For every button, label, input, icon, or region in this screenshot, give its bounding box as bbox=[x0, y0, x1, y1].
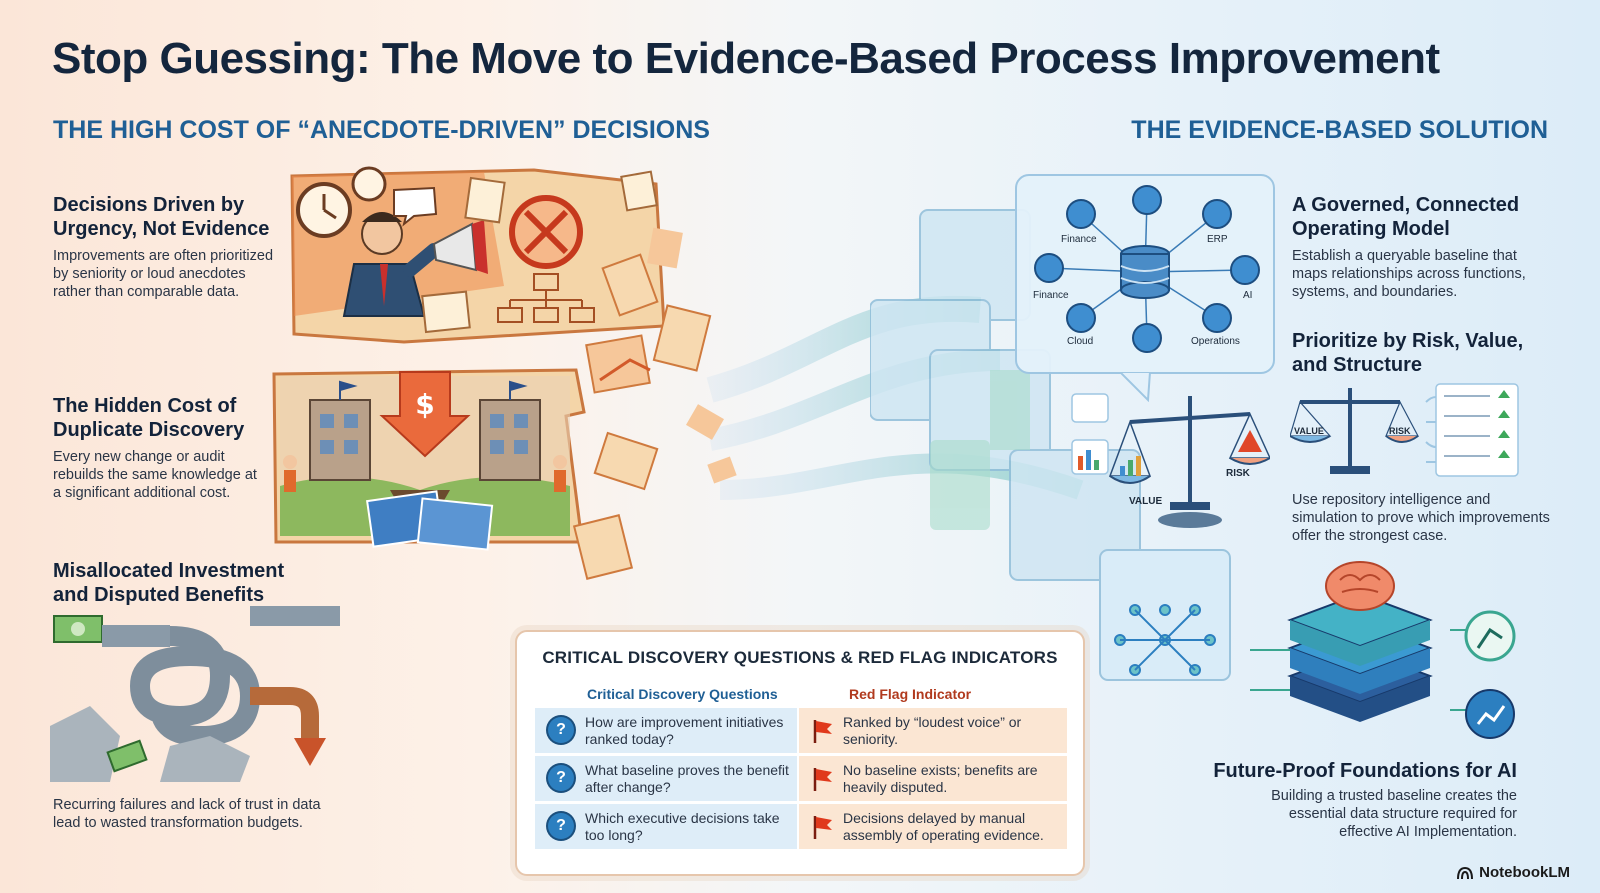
card-title: CRITICAL DISCOVERY QUESTIONS & RED FLAG … bbox=[542, 648, 1058, 667]
left-block-misallocated-text: Recurring failures and lack of trust in … bbox=[53, 797, 321, 831]
center-value-label: VALUE bbox=[1129, 496, 1163, 507]
question-cell: ? What baseline proves the benefit after… bbox=[535, 756, 797, 802]
red-flag-cell: Decisions delayed by manual assembly of … bbox=[799, 804, 1067, 850]
hub-diagram bbox=[1034, 185, 1260, 353]
finance-icon bbox=[1034, 253, 1064, 283]
red-flag-cell: No baseline exists; benefits are heavily… bbox=[799, 756, 1067, 802]
block-title: Future-Proof Foundations for AI bbox=[1213, 760, 1517, 782]
right-block-prioritize: Prioritize by Risk, Value,and Structure bbox=[1292, 329, 1547, 377]
glass-block-structure bbox=[870, 209, 1231, 681]
hub-label-operations: Operations bbox=[1191, 336, 1240, 347]
duplicate-discovery-illustration: $ bbox=[272, 368, 586, 551]
urgency-illustration bbox=[290, 166, 666, 344]
block-text: Improvements are often prioritized by se… bbox=[53, 248, 274, 300]
operating-model-hub: Finance ERP Finance AI Cloud Operations bbox=[1015, 174, 1275, 374]
hub-label-ai: AI bbox=[1243, 290, 1253, 301]
hub-label-cloud: Cloud bbox=[1067, 336, 1094, 347]
brand-name: NotebookLM bbox=[1479, 864, 1570, 881]
tangled-pipes-icon bbox=[129, 626, 261, 747]
svg-text:$: $ bbox=[415, 388, 434, 421]
block-text: Building a trusted baseline creates the … bbox=[1271, 788, 1517, 840]
mini-chart-icon bbox=[1071, 393, 1109, 423]
priority-list-icon bbox=[1435, 383, 1519, 477]
center-scales-illustration bbox=[1071, 393, 1270, 528]
block-text: Establish a queryable baseline that maps… bbox=[1292, 248, 1526, 300]
ai-icon bbox=[1230, 255, 1260, 285]
question-text: How are improvement initiatives ranked t… bbox=[585, 714, 784, 747]
server-icon bbox=[1132, 323, 1162, 353]
network-cube-icon bbox=[1114, 604, 1216, 676]
question-cell: ? How are improvement initiatives ranked… bbox=[535, 708, 797, 754]
hub-label-erp: ERP bbox=[1207, 234, 1228, 245]
question-mark-icon: ? bbox=[548, 813, 574, 839]
column-header-flags: Red Flag Indicator bbox=[849, 686, 972, 702]
brain-icon bbox=[1325, 561, 1395, 611]
red-flag-icon bbox=[813, 768, 832, 791]
question-text: What baseline proves the benefit after c… bbox=[585, 762, 789, 795]
money-icon bbox=[53, 615, 103, 643]
hub-label-finance: Finance bbox=[1061, 234, 1097, 245]
prioritize-illustration bbox=[1290, 383, 1519, 477]
red-flag-icon bbox=[813, 720, 832, 743]
speech-bubble-icon bbox=[393, 186, 438, 227]
cloud-erp-icon bbox=[1202, 199, 1232, 229]
dollar-down-arrow-icon bbox=[379, 371, 471, 458]
table-row: ? What baseline proves the benefit after… bbox=[535, 756, 1067, 802]
flying-papers bbox=[572, 227, 737, 580]
clock-icon bbox=[351, 166, 387, 202]
left-section-heading: THE HIGH COST OF “ANECDOTE-DRIVEN” DECIS… bbox=[53, 116, 710, 144]
question-text: Which executive decisions take too long? bbox=[585, 810, 780, 843]
hub-pointer bbox=[1120, 372, 1152, 402]
red-flag-text: Decisions delayed by manual assembly of … bbox=[843, 810, 1044, 843]
question-cell: ? Which executive decisions take too lon… bbox=[535, 804, 797, 850]
cloud-icon bbox=[1066, 303, 1096, 333]
block-text: Every new change or audit rebuilds the s… bbox=[53, 449, 257, 501]
right-risk-label: RISK bbox=[1389, 426, 1411, 436]
right-section-heading: THE EVIDENCE-BASED SOLUTION bbox=[1131, 116, 1548, 144]
red-flag-icon bbox=[813, 816, 832, 839]
red-flag-text: No baseline exists; benefits are heavily… bbox=[843, 762, 1038, 795]
ai-foundation-illustration bbox=[1250, 561, 1516, 739]
misallocated-investment-illustration bbox=[50, 606, 340, 782]
notebooklm-logo-icon bbox=[1457, 866, 1474, 879]
transformation-streams bbox=[572, 227, 1084, 580]
right-block-prioritize-text: Use repository intelligence and simulati… bbox=[1292, 492, 1550, 544]
document-icon bbox=[1132, 185, 1162, 215]
discovery-questions-card: CRITICAL DISCOVERY QUESTIONS & RED FLAG … bbox=[515, 630, 1085, 876]
question-mark-icon: ? bbox=[548, 765, 574, 791]
right-block-ai: Future-Proof Foundations for AI Building… bbox=[1180, 759, 1517, 841]
question-mark-icon: ? bbox=[548, 717, 574, 743]
hub-label-finance-2: Finance bbox=[1033, 290, 1069, 301]
center-risk-label: RISK bbox=[1226, 468, 1250, 479]
column-header-questions: Critical Discovery Questions bbox=[587, 686, 778, 702]
block-title: Prioritize by Risk, Value,and Structure bbox=[1292, 330, 1524, 376]
chart-icon bbox=[1066, 199, 1096, 229]
growth-chart-icon bbox=[1465, 689, 1515, 739]
table-row: ? How are improvement initiatives ranked… bbox=[535, 708, 1067, 754]
red-flag-cell: Ranked by “loudest voice” or seniority. bbox=[799, 708, 1067, 754]
brand-watermark: NotebookLM bbox=[1457, 864, 1570, 881]
gears-icon bbox=[1202, 303, 1232, 333]
right-value-label: VALUE bbox=[1294, 426, 1324, 436]
page-title: Stop Guessing: The Move to Evidence-Base… bbox=[52, 34, 1440, 83]
robot-arm-icon bbox=[1464, 610, 1516, 662]
red-flag-text: Ranked by “loudest voice” or seniority. bbox=[843, 714, 1022, 747]
table-row: ? Which executive decisions take too lon… bbox=[535, 804, 1067, 850]
warning-icon bbox=[1238, 430, 1262, 452]
database-icon bbox=[1120, 245, 1170, 299]
